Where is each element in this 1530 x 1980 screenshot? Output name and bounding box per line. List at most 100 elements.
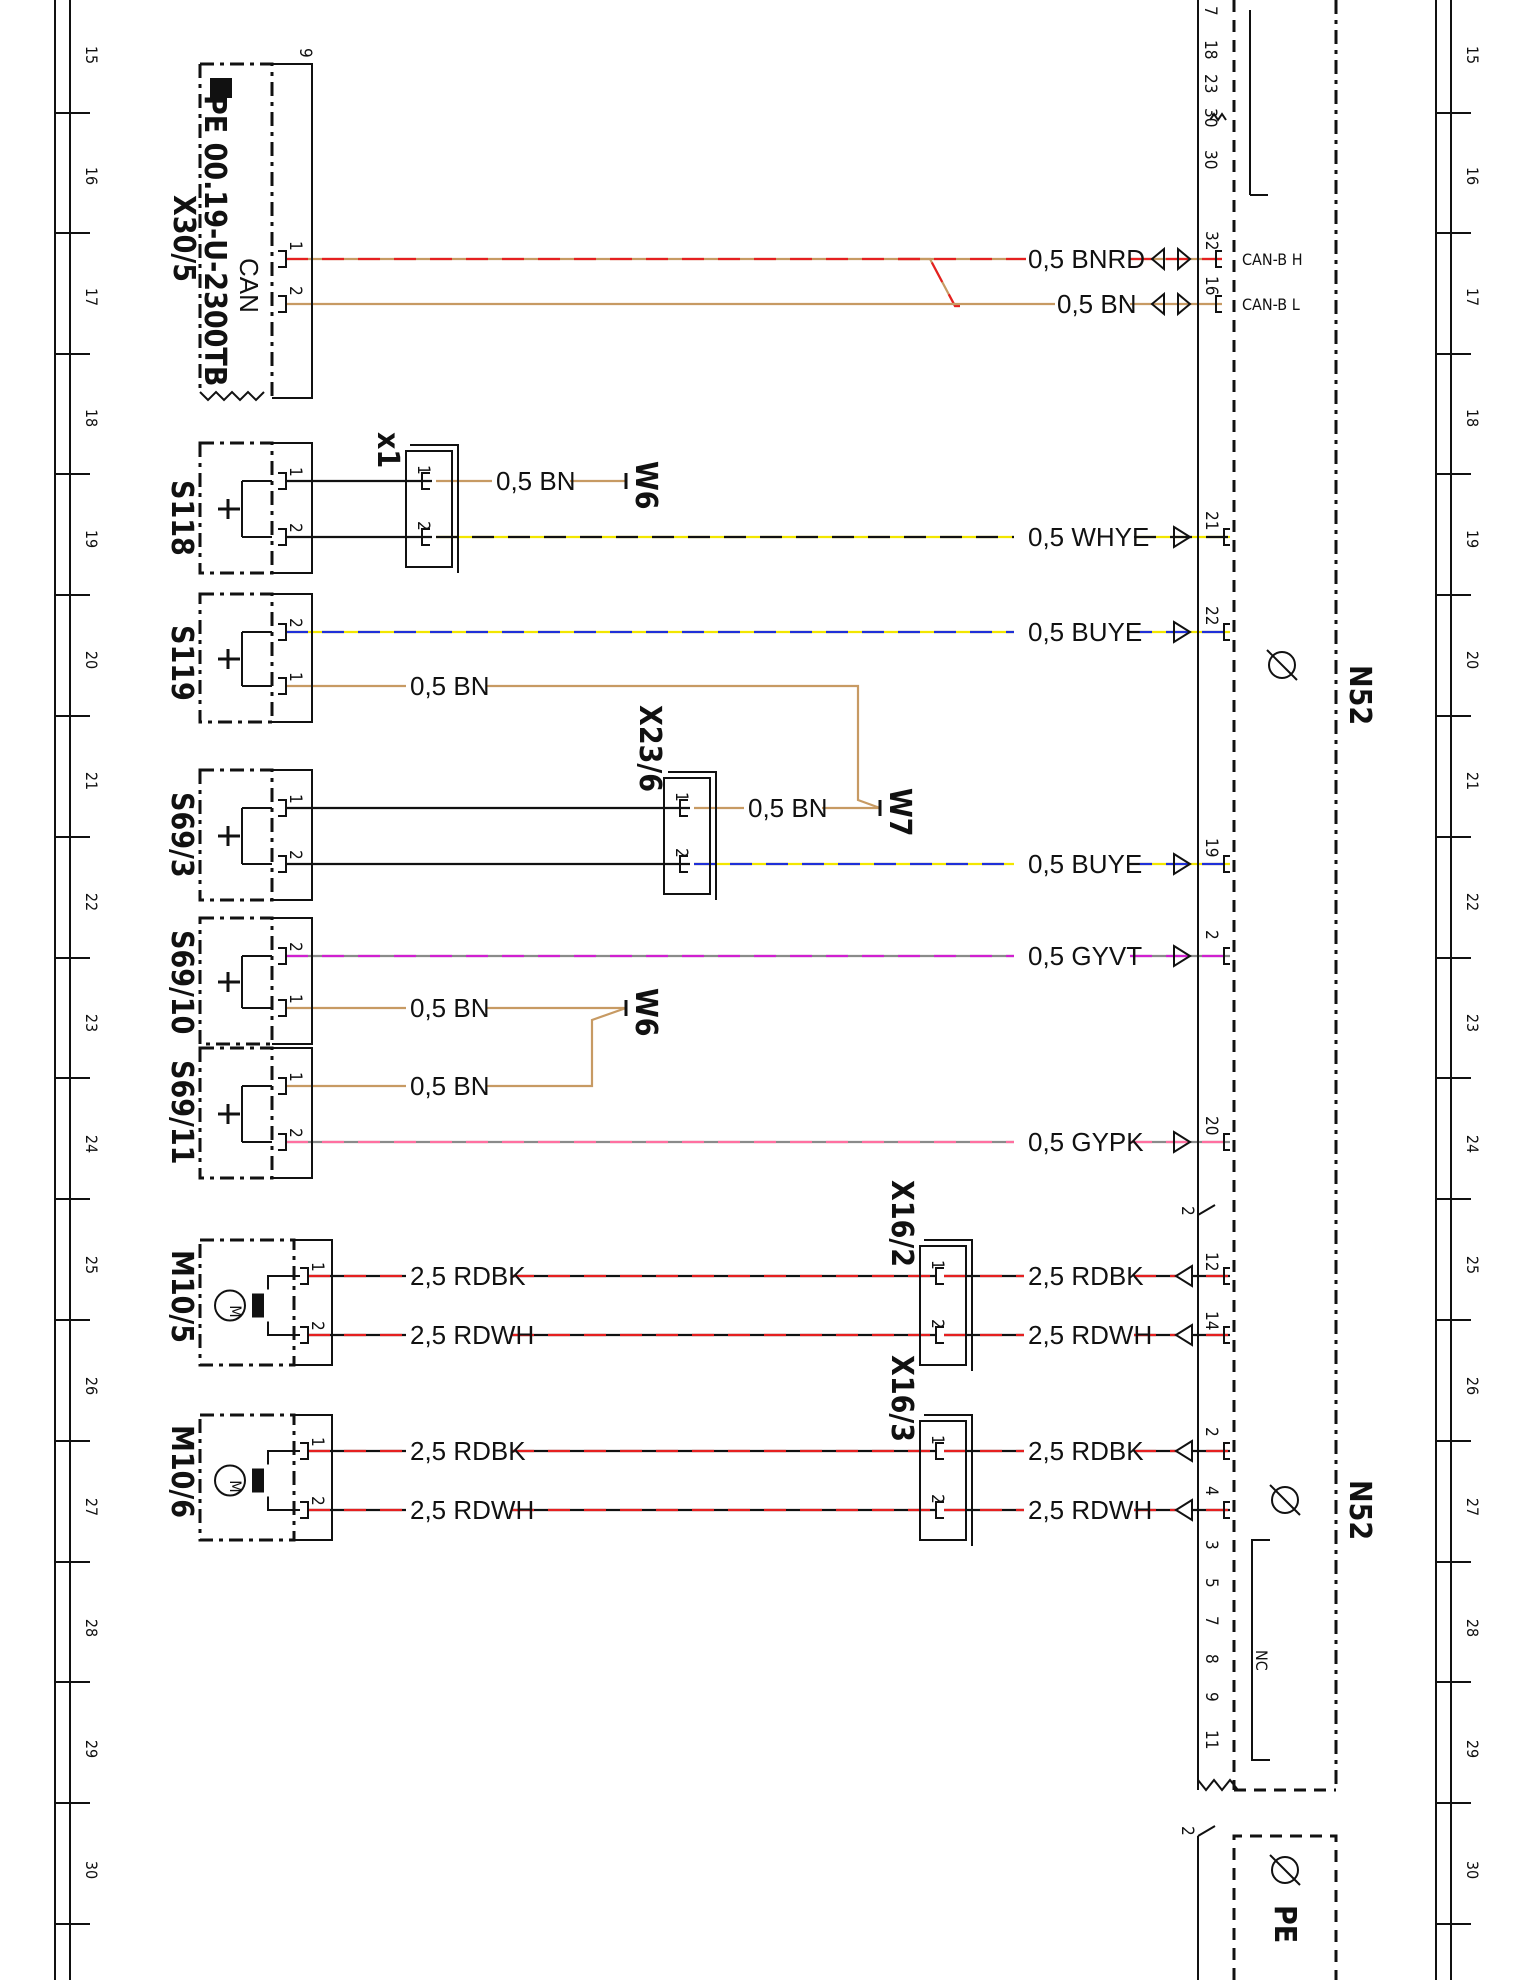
ruler-number: 21 (1463, 772, 1482, 790)
ruler-number: 15 (82, 46, 101, 64)
switch-border (198, 441, 274, 575)
ruler-number: 26 (82, 1377, 101, 1395)
pin-socket (935, 1501, 944, 1519)
connector-x1 (405, 444, 459, 573)
connector-body (405, 450, 453, 568)
wire-layer (286, 257, 1230, 1512)
wire-base (286, 257, 960, 308)
wire-label: 0,5 GYVT (1028, 941, 1142, 971)
motor-lead (267, 1275, 300, 1290)
module-n52 (1197, 0, 1338, 1980)
pin-socket (1223, 1442, 1230, 1460)
x30-pin: 1 (285, 241, 305, 251)
nc-bracket (1251, 1539, 1270, 1761)
component-name: S69/11 (164, 1060, 199, 1164)
wire-label: 0,5 BN (410, 993, 490, 1023)
ruler-number: 16 (82, 167, 101, 185)
pin-socket (278, 528, 287, 546)
pin-socket (278, 295, 287, 313)
arrow-in (1173, 852, 1192, 876)
motor-border (198, 1238, 296, 1367)
pin-socket (278, 623, 287, 641)
motor-gear (252, 1293, 264, 1318)
switch-border (198, 592, 274, 724)
module-pin: 22 (1201, 606, 1221, 625)
switch-border (198, 916, 274, 1046)
ruler-number: 22 (82, 893, 101, 911)
wire-label: 0,5 GYPK (1028, 1127, 1144, 1157)
motor-border (198, 1413, 296, 1542)
switch-pin-box (272, 1047, 313, 1179)
ruler-number: 17 (1463, 288, 1482, 306)
module-symbol (1268, 651, 1296, 679)
component-name: X30/5 (166, 195, 201, 282)
module-pin: 30 (1200, 108, 1220, 127)
motor-pin-box (294, 1414, 333, 1541)
module-pin: 18 (1200, 40, 1220, 59)
ruler-number: 21 (82, 772, 101, 790)
motor-m10-6: M (198, 1413, 333, 1542)
module-symbol (1271, 1486, 1299, 1514)
module-bottom-box (1232, 1834, 1338, 1980)
arrow (1173, 852, 1192, 876)
module-pin: 16 (1201, 276, 1221, 295)
switch-s69-3 (198, 768, 313, 902)
module-pin: 7 (1200, 6, 1220, 16)
x30-pin: 2 (285, 286, 305, 296)
ground-name: W7 (882, 788, 917, 837)
arrow (1174, 1439, 1193, 1463)
ruler-number: 30 (82, 1861, 101, 1879)
switch-pin: 1 (285, 794, 305, 804)
nc-pin: 11 (1201, 1730, 1221, 1749)
arrow-out (1174, 1264, 1193, 1288)
hand-icon (210, 78, 232, 98)
x30-break (199, 390, 265, 402)
pin-socket (278, 1133, 287, 1151)
pin-socket (1215, 250, 1222, 268)
switch-pin-box (272, 769, 313, 901)
module-symbol-stroke (1269, 1854, 1301, 1886)
motor-pin: 1 (307, 1262, 327, 1272)
pin-socket (278, 677, 287, 695)
wire-stripe (286, 257, 960, 308)
motor-pin-box (294, 1239, 333, 1366)
module-symbol-stroke (1266, 649, 1298, 681)
arrow (1173, 525, 1192, 549)
pin-socket (935, 1326, 944, 1344)
wire-label: 2,5 RDWH (410, 1495, 534, 1525)
section-ref: 2 (1177, 1826, 1197, 1836)
wire-label: 2,5 RDBK (1028, 1436, 1144, 1466)
wire-label: 2,5 RDBK (410, 1261, 526, 1291)
switch-pin-box (272, 442, 313, 574)
module-pin: 30 (1200, 150, 1220, 169)
ruler-number: 17 (82, 288, 101, 306)
section-ref: 2 (1177, 1206, 1197, 1216)
connector-x16-3 (919, 1414, 973, 1546)
wire-can-h-left (286, 257, 960, 308)
switch-pin: 1 (285, 994, 305, 1004)
sheet-ref: 9 (295, 48, 315, 58)
nc-pin: 5 (1201, 1578, 1221, 1588)
section-line (1197, 1204, 1216, 1216)
switch-pin: 2 (285, 618, 305, 628)
pin-socket (278, 250, 287, 268)
connector-pin: 1 (927, 1260, 947, 1270)
wire-label: 0,5 BUYE (1028, 617, 1142, 647)
ruler-number: 30 (1463, 1861, 1482, 1879)
wire-label: 0,5 BN (410, 671, 490, 701)
component-layer: MM (198, 0, 1338, 1980)
ruler-number: 20 (1463, 651, 1482, 669)
can-diamond (1150, 246, 1192, 272)
motor-icon (214, 1464, 246, 1497)
module-pin: 19 (1201, 838, 1221, 857)
connector-shell (924, 1239, 973, 1371)
ruler-number: 18 (82, 409, 101, 427)
ruler-number: 18 (1463, 409, 1482, 427)
wire-label: 2,5 RDBK (1028, 1261, 1144, 1291)
pin-socket (300, 1501, 309, 1519)
arrow (1173, 944, 1192, 968)
switch-s119 (198, 592, 313, 724)
pin-socket (1223, 1326, 1230, 1344)
can-pin-label: CAN-B L (1242, 295, 1300, 314)
